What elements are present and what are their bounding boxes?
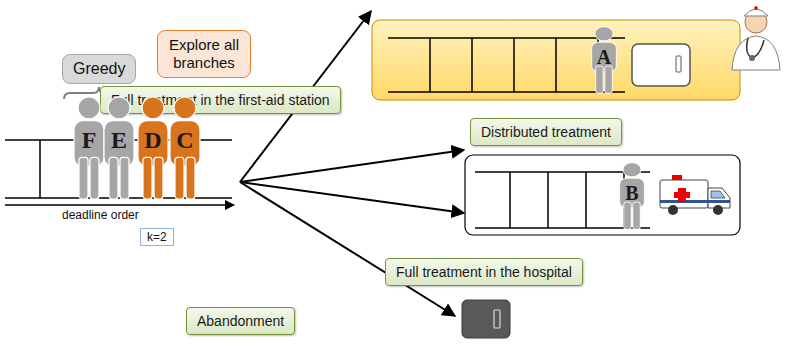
hospital: [465, 155, 740, 235]
greedy-box: Greedy: [62, 54, 136, 84]
callout-box: Full treatment in the hospital: [385, 258, 583, 286]
person-figure: A: [590, 26, 618, 94]
station-door: [632, 44, 690, 86]
box-text: Explore all branches: [164, 36, 244, 72]
box-text: Distributed treatment: [481, 124, 611, 140]
ambulance-icon: [660, 175, 730, 215]
parameter-box: k=2: [140, 228, 174, 246]
doctor-icon: [732, 6, 780, 70]
person-figure: C: [168, 96, 202, 200]
person-letter: A: [590, 46, 618, 69]
person-figure: E: [102, 96, 136, 200]
person-letter: F: [72, 127, 106, 154]
callout-box: Abandonment: [186, 307, 295, 335]
person-figure: D: [136, 96, 170, 200]
station-queue: [388, 38, 625, 92]
door-handle: [494, 310, 500, 328]
box-text: Greedy: [73, 60, 125, 78]
callout-box: Distributed treatment: [470, 118, 622, 146]
person-letter: B: [618, 182, 646, 205]
axis-label: deadline order: [62, 208, 139, 222]
person-letter: E: [102, 127, 136, 154]
door-handle: [676, 56, 681, 72]
box-text: Abandonment: [197, 313, 284, 329]
person-figure: F: [72, 96, 106, 200]
box-text: Full treatment in the hospital: [396, 264, 572, 280]
box-text: k=2: [147, 230, 167, 244]
deadline-arrow: [5, 204, 234, 206]
explore-box: Explore all branches: [157, 30, 251, 78]
person-figure: B: [618, 162, 646, 230]
person-letter: C: [168, 127, 202, 154]
first-aid-station: [372, 20, 740, 100]
person-letter: D: [136, 127, 170, 154]
callout-box: Full treatment in the first-aid station: [100, 86, 341, 114]
abandonment-door: [462, 300, 510, 338]
